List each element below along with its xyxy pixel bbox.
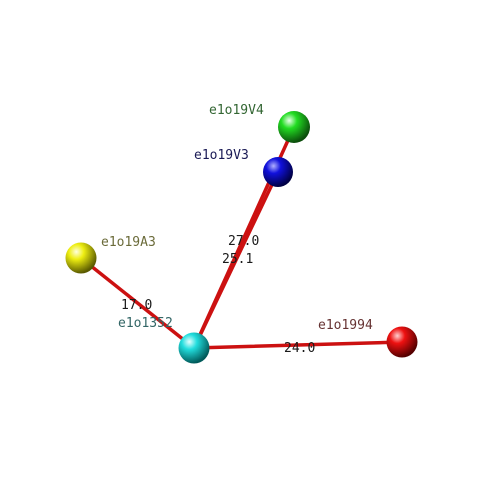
node-e1o1352[interactable] xyxy=(178,332,210,364)
nodes xyxy=(65,111,418,364)
edge-label-352-a3: 17.0 xyxy=(121,298,152,313)
node-e1o19V3[interactable] xyxy=(263,157,293,187)
node-e1o19V4[interactable] xyxy=(278,111,310,143)
edge-label-352-v3: 25.1 xyxy=(222,252,253,267)
node-label-e1o1352: e1o1352 xyxy=(118,316,173,331)
edge-352-994 xyxy=(192,340,404,350)
edge-label-352-994: 24.0 xyxy=(284,341,315,356)
node-labels: e1o19V4 e1o19V3 e1o19A3 e1o1352 e1o1994 xyxy=(101,103,373,333)
edge-labels: 27.0 25.1 17.0 24.0 xyxy=(121,234,315,356)
edge-352-v3 xyxy=(192,170,280,350)
node-e1o1994[interactable] xyxy=(386,326,418,358)
edge-352-a3 xyxy=(79,256,196,350)
node-label-e1o1994: e1o1994 xyxy=(318,318,373,333)
edge-label-352-v4: 27.0 xyxy=(228,234,259,249)
node-label-e1o19V3: e1o19V3 xyxy=(194,148,249,163)
node-label-e1o19A3: e1o19A3 xyxy=(101,235,156,250)
node-e1o19A3[interactable] xyxy=(65,242,97,274)
node-label-e1o19V4: e1o19V4 xyxy=(209,103,264,118)
